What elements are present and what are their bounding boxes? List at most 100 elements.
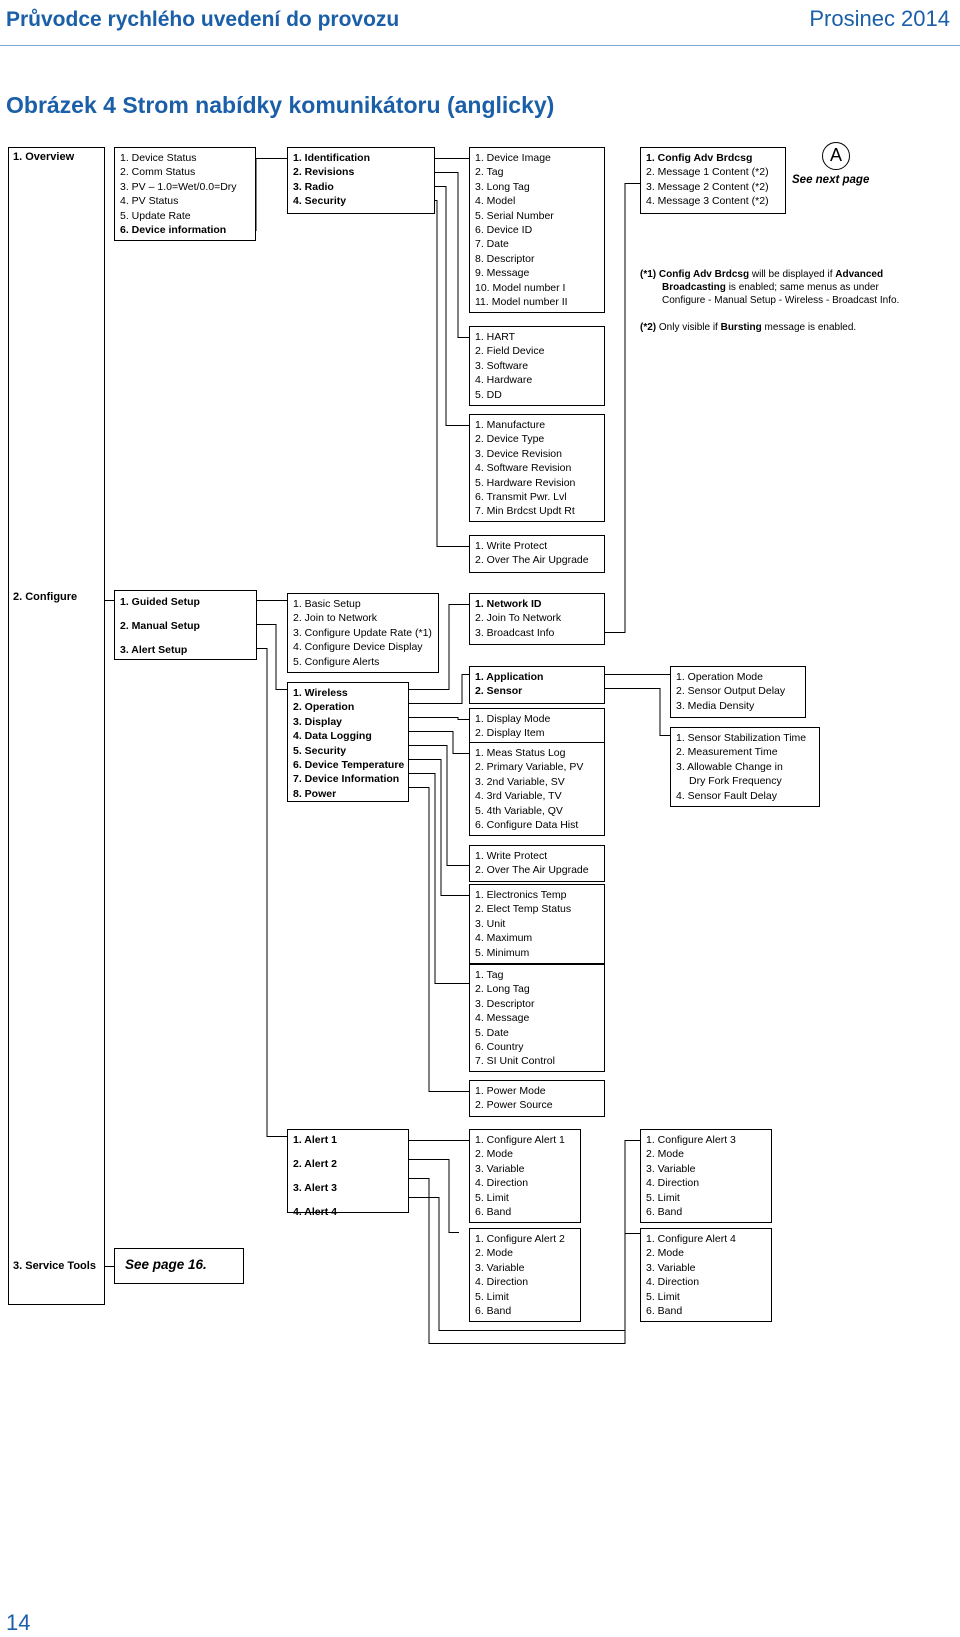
menu-item[interactable]: 7. Device Information xyxy=(293,773,400,786)
menu-item[interactable]: 2. Tag xyxy=(475,166,504,179)
menu-item[interactable]: 1. Device Image xyxy=(475,152,551,164)
menu-item[interactable]: 4. Software Revision xyxy=(475,462,572,475)
menu-item[interactable]: 4. Sensor Fault Delay xyxy=(676,789,777,802)
menu-item[interactable]: 4. Data Logging xyxy=(293,730,372,743)
menu-item[interactable]: 1. Configure Alert 4 xyxy=(646,1233,736,1245)
menu-item[interactable]: 3. Media Density xyxy=(676,699,755,712)
menu-item[interactable]: 5. Limit xyxy=(475,1191,509,1204)
menu-item[interactable]: 2. Message 1 Content (*2) xyxy=(646,166,769,179)
menu-item[interactable]: 4. Security xyxy=(293,195,347,208)
menu-item[interactable]: 5. 4th Variable, QV xyxy=(475,804,563,817)
menu-item[interactable]: 5. Serial Number xyxy=(475,209,554,222)
menu-item[interactable]: 5. DD xyxy=(475,388,502,401)
menu-item[interactable]: 1. Configure Alert 3 xyxy=(646,1134,736,1146)
menu-item[interactable]: 1. Manufacture xyxy=(475,419,546,431)
menu-item[interactable]: 6. Band xyxy=(646,1206,683,1219)
menu-item[interactable]: 2. Power Source xyxy=(475,1099,553,1112)
menu-item[interactable]: 1. Electronics Temp xyxy=(475,889,567,901)
menu-item[interactable]: 6. Device information xyxy=(120,224,227,237)
menu-item[interactable]: 3. Message 2 Content (*2) xyxy=(646,180,769,193)
menu-item[interactable]: 6. Device Temperature xyxy=(293,759,405,772)
menu-item[interactable]: 3. Variable xyxy=(646,1162,696,1175)
menu-item[interactable]: 1. Basic Setup xyxy=(293,598,361,610)
menu-item[interactable]: 1. Config Adv Brdcsg xyxy=(646,152,753,164)
menu-item[interactable]: 1. Device Status xyxy=(120,152,197,164)
menu-item[interactable]: 2. Revisions xyxy=(293,166,355,179)
menu-item[interactable]: 1. Configure Alert 1 xyxy=(475,1134,565,1146)
menu-item[interactable]: 2. Field Device xyxy=(475,345,545,358)
menu-item[interactable]: 3. Alert 3 xyxy=(293,1182,337,1194)
menu-item[interactable]: 2. Sensor Output Delay xyxy=(676,685,786,698)
menu-item[interactable]: 2. Primary Variable, PV xyxy=(475,761,584,774)
menu-item[interactable]: 1. Power Mode xyxy=(475,1085,546,1097)
menu-item[interactable]: 3. Unit xyxy=(475,917,506,930)
menu-item[interactable]: 2. Elect Temp Status xyxy=(475,903,572,916)
menu-item[interactable]: 9. Message xyxy=(475,267,530,280)
menu-item[interactable]: 1. HART xyxy=(475,331,516,343)
menu-item[interactable]: 2. Join To Network xyxy=(475,612,562,625)
menu-item[interactable]: 2. Mode xyxy=(475,1148,513,1161)
menu-item[interactable]: 3. Allowable Change in xyxy=(676,760,783,773)
menu-item[interactable]: 6. Transmit Pwr. Lvl xyxy=(475,491,567,504)
menu-item[interactable]: 4. Configure Device Display xyxy=(293,641,423,654)
menu-item[interactable]: 2. Join to Network xyxy=(293,612,378,625)
menu-item[interactable]: 7. Date xyxy=(475,238,509,251)
menu-item[interactable]: 3. Configure Update Rate (*1) xyxy=(293,626,432,639)
menu-item[interactable]: 2. Measurement Time xyxy=(676,746,778,759)
menu-item[interactable]: 1. Network ID xyxy=(475,598,542,610)
menu-item[interactable]: 2. Over The Air Upgrade xyxy=(475,554,589,567)
menu-item[interactable]: 10. Model number I xyxy=(475,281,566,294)
menu-item[interactable]: 3. Software xyxy=(475,359,529,372)
menu-item[interactable]: 7. Min Brdcst Updt Rt xyxy=(475,505,575,518)
menu-item[interactable]: 1. Guided Setup xyxy=(120,596,200,608)
menu-item[interactable]: 2. Sensor xyxy=(475,685,523,698)
menu-item[interactable]: 3. PV – 1.0=Wet/0.0=Dry xyxy=(120,180,237,193)
menu-item[interactable]: 7. SI Unit Control xyxy=(475,1055,555,1068)
menu-item[interactable]: 5. Update Rate xyxy=(120,209,191,222)
menu-item[interactable]: 1. Wireless xyxy=(293,687,348,699)
menu-item[interactable]: 3. Long Tag xyxy=(475,180,530,193)
menu-item[interactable]: 4. 3rd Variable, TV xyxy=(475,790,562,803)
menu-item[interactable]: 1. Display Mode xyxy=(475,713,551,725)
menu-item[interactable]: 5. Security xyxy=(293,744,347,757)
menu-item[interactable]: 4. Alert 4 xyxy=(293,1206,337,1218)
menu-item[interactable]: 2. Over The Air Upgrade xyxy=(475,864,589,877)
menu-item[interactable]: 4. Message 3 Content (*2) xyxy=(646,195,769,208)
menu-item[interactable]: 8. Power xyxy=(293,787,337,800)
menu-item[interactable]: 4. PV Status xyxy=(120,195,179,208)
menu-item[interactable]: 1. Write Protect xyxy=(475,850,548,862)
menu-item[interactable]: 5. Configure Alerts xyxy=(293,655,380,668)
menu-item[interactable]: 3. 2nd Variable, SV xyxy=(475,775,565,788)
menu-item[interactable]: 8. Descriptor xyxy=(475,252,535,265)
menu-item[interactable]: 1. Application xyxy=(475,671,544,683)
menu-item[interactable]: 1. Identification xyxy=(293,152,371,164)
menu-item[interactable]: 6. Band xyxy=(475,1305,512,1318)
menu-item[interactable]: 3. Variable xyxy=(475,1162,525,1175)
menu-item[interactable]: 2. Device Type xyxy=(475,433,545,446)
menu-item[interactable]: 3. Alert Setup xyxy=(120,644,188,656)
menu-item[interactable]: 5. Hardware Revision xyxy=(475,476,576,489)
menu-item[interactable]: 2. Alert 2 xyxy=(293,1158,337,1170)
menu-item[interactable]: 5. Limit xyxy=(646,1290,680,1303)
menu-item[interactable]: 4. Direction xyxy=(646,1276,700,1289)
menu-item[interactable]: 2. Long Tag xyxy=(475,983,530,996)
menu-item[interactable]: 11. Model number II xyxy=(475,296,568,309)
menu-item[interactable]: 2. Comm Status xyxy=(120,166,196,179)
menu-item[interactable]: 2. Mode xyxy=(475,1247,513,1260)
menu-item[interactable]: 2. Mode xyxy=(646,1148,684,1161)
menu-item[interactable]: 3. Radio xyxy=(293,180,334,193)
menu-item[interactable]: 3. Variable xyxy=(475,1261,525,1274)
menu-item[interactable]: 6. Configure Data Hist xyxy=(475,819,579,832)
menu-item[interactable]: 6. Band xyxy=(646,1305,683,1318)
menu-item[interactable]: 1. Configure Alert 2 xyxy=(475,1233,565,1245)
see-page-16-link[interactable]: See page 16. xyxy=(114,1248,244,1284)
menu-item[interactable]: 5. Date xyxy=(475,1026,509,1039)
menu-item[interactable]: 3. Display xyxy=(293,715,343,728)
menu-item[interactable]: 4. Message xyxy=(475,1012,530,1025)
menu-item[interactable]: 2. Display Item xyxy=(475,727,545,740)
menu-item[interactable]: 5. Limit xyxy=(475,1290,509,1303)
menu-item[interactable]: 5. Minimum xyxy=(475,946,530,959)
menu-item[interactable]: 1. Operation Mode xyxy=(676,671,763,683)
menu-item[interactable]: 2. Operation xyxy=(293,701,355,714)
menu-item[interactable]: 1. Meas Status Log xyxy=(475,747,566,759)
